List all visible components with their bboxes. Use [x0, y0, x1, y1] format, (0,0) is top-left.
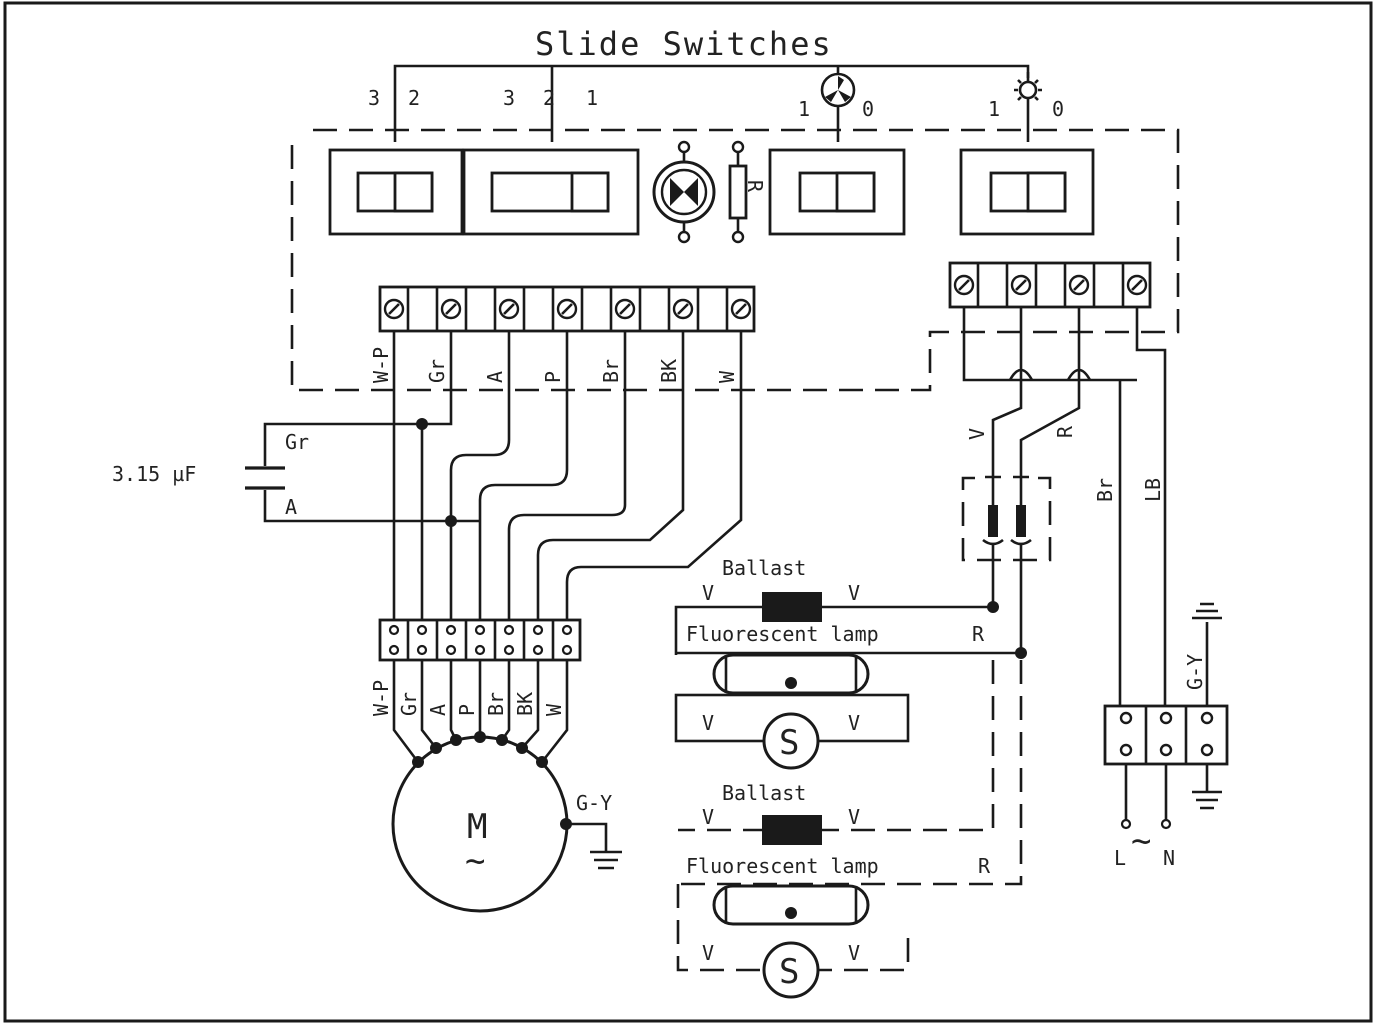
light-switch [959, 148, 1095, 236]
mains-line-label: L [1114, 846, 1126, 870]
diagram-title: Slide Switches [535, 25, 833, 63]
lamp-connector [961, 475, 1052, 653]
lower-label-w: W [542, 703, 566, 716]
motor-symbol: M [467, 807, 487, 847]
upper-label-w: W [715, 370, 739, 383]
motor [391, 731, 572, 913]
terminal-block-motor [378, 618, 582, 662]
mains-ground-icon-bottom [1192, 764, 1222, 810]
light-num-0: 0 [1052, 97, 1064, 121]
sw2-num-2: 2 [543, 86, 555, 110]
lower-label-a: A [426, 704, 450, 716]
lamp1-ballast-label: Ballast [722, 556, 806, 580]
upper-label-gr: Gr [425, 359, 449, 383]
motor-ground-label: G-Y [576, 791, 612, 815]
mains-ac-symbol: ~ [1131, 821, 1151, 861]
motor-harness [263, 331, 743, 620]
mains-terminal-block [1103, 704, 1229, 830]
slide-switch-2 [462, 148, 640, 236]
indicator-lamp [652, 140, 716, 244]
lamp1-name: Fluorescent lamp [686, 622, 879, 646]
upper-label-a: A [483, 371, 507, 383]
lower-label-p: P [455, 704, 479, 716]
fan-num-0: 0 [862, 97, 874, 121]
light-icon [1014, 72, 1042, 101]
capacitor-value: 3.15 µF [112, 462, 196, 486]
sw1-num-3: 3 [368, 86, 380, 110]
top-bus [393, 64, 1030, 142]
motor-ground-icon [566, 822, 622, 870]
motor-ac-symbol: ~ [465, 841, 485, 881]
fan-switch [768, 148, 906, 236]
capacitor-lead-bottom: A [285, 495, 297, 519]
lamp2-ballast-v-right: V [848, 805, 860, 829]
lamp2-starter-symbol: S [779, 952, 799, 992]
lamp2-starter-v-right: V [848, 941, 860, 965]
lamp1-r-label: R [972, 622, 985, 646]
lower-label-w-p: W-P [369, 680, 393, 716]
sw2-num-1: 1 [586, 86, 598, 110]
right-harness [962, 307, 1167, 708]
mains-ground-icon-top [1192, 602, 1222, 706]
lower-label-gr: Gr [397, 692, 421, 716]
upper-label-bk: BK [657, 359, 681, 383]
frame [3, 1, 1373, 1023]
upper-label-br: Br [599, 359, 623, 383]
resistor-label: R [743, 180, 767, 193]
lamp1-starter-v-left: V [702, 711, 714, 735]
lamp2-ballast-label: Ballast [722, 781, 806, 805]
sw2-num-3: 3 [503, 86, 515, 110]
lamp-unit-2 [676, 660, 1023, 999]
right-label-br: Br [1093, 478, 1117, 502]
fan-icon [820, 72, 856, 108]
lower-label-bk: BK [513, 692, 537, 716]
lamp-unit-1 [674, 592, 1021, 770]
lamp1-ballast-v-left: V [702, 581, 714, 605]
mains-ground-label: G-Y [1183, 654, 1207, 690]
motor-leads [392, 660, 569, 763]
housing-boundary [290, 128, 1180, 392]
right-label-r: R [1053, 425, 1077, 438]
right-label-lb: LB [1141, 478, 1165, 502]
sw1-num-2: 2 [408, 86, 420, 110]
capacitor-lead-top: Gr [285, 430, 309, 454]
terminal-block-main [378, 285, 756, 333]
resistor: R [728, 140, 767, 244]
lamp2-ballast-v-left: V [702, 805, 714, 829]
lamp1-ballast-v-right: V [848, 581, 860, 605]
lower-label-br: Br [484, 692, 508, 716]
fan-num-1: 1 [798, 97, 810, 121]
right-label-v: V [965, 428, 989, 440]
capacitor [245, 466, 285, 490]
lamp2-r-label: R [978, 854, 991, 878]
mains-neutral-label: N [1163, 846, 1175, 870]
lamp2-name: Fluorescent lamp [686, 854, 879, 878]
light-num-1: 1 [988, 97, 1000, 121]
slide-switch-1 [328, 148, 464, 236]
lamp2-starter-v-left: V [702, 941, 714, 965]
lamp1-starter-symbol: S [779, 723, 799, 763]
terminal-block-right [948, 261, 1152, 309]
lamp1-starter-v-right: V [848, 711, 860, 735]
upper-label-p: P [541, 371, 565, 383]
upper-label-w-p: W-P [369, 347, 393, 383]
